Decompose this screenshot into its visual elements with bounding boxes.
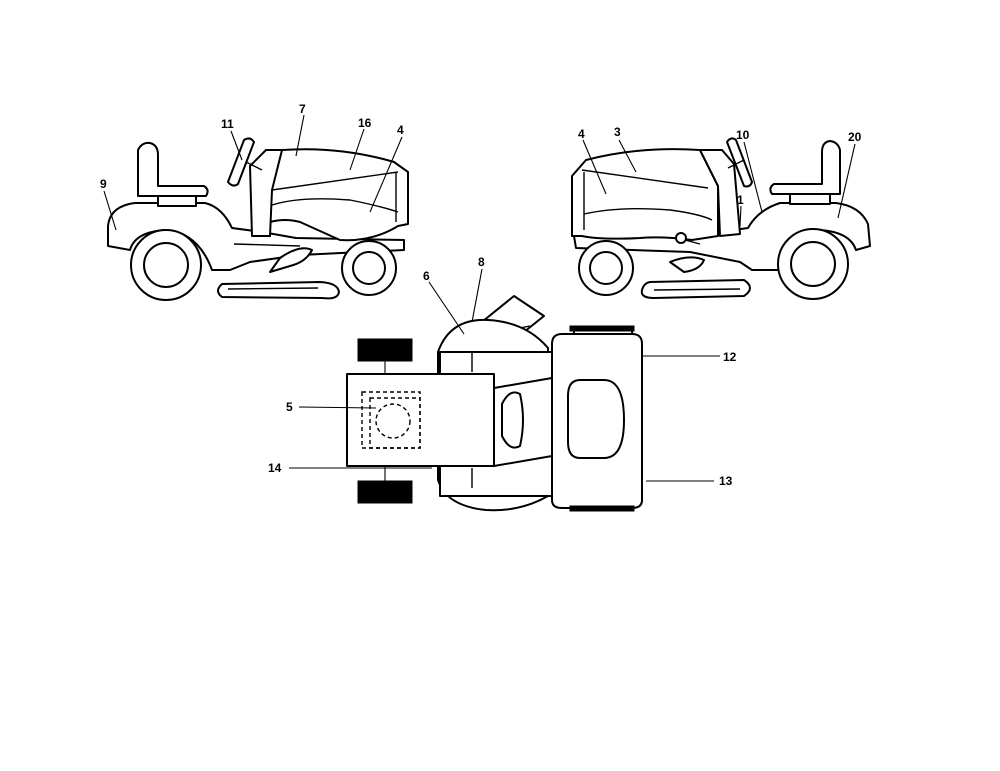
left-mower-deck bbox=[217, 281, 340, 300]
right-seat bbox=[769, 140, 841, 195]
callout-7: 7 bbox=[299, 102, 306, 116]
right-dash bbox=[699, 149, 741, 237]
top-seat bbox=[567, 379, 625, 459]
tractor-top-view bbox=[346, 295, 643, 512]
callout-4-left: 4 bbox=[397, 123, 404, 137]
top-tire-front-right bbox=[357, 480, 413, 504]
left-steering-wheel bbox=[227, 137, 255, 187]
callout-16: 16 bbox=[358, 116, 372, 130]
tractor-right-view bbox=[571, 137, 871, 300]
left-seat bbox=[137, 141, 209, 197]
callout-4-right: 4 bbox=[578, 127, 585, 141]
callout-labels: 9 11 7 16 4 4 3 10 20 1 6 8 5 14 12 13 bbox=[100, 102, 862, 488]
callout-20: 20 bbox=[848, 130, 862, 144]
tractor-left-view bbox=[107, 137, 409, 301]
top-tire-front-left bbox=[357, 338, 413, 362]
left-hood bbox=[269, 148, 409, 242]
right-hood bbox=[571, 148, 719, 241]
callout-8: 8 bbox=[478, 255, 485, 269]
callout-13: 13 bbox=[719, 474, 733, 488]
callout-5: 5 bbox=[286, 400, 293, 414]
callout-14: 14 bbox=[268, 461, 282, 475]
callout-12: 12 bbox=[723, 350, 737, 364]
callout-10: 10 bbox=[736, 128, 750, 142]
left-dash bbox=[249, 149, 283, 237]
callout-6: 6 bbox=[423, 269, 430, 283]
callout-1: 1 bbox=[737, 193, 744, 207]
leader-lines bbox=[103, 114, 856, 482]
callout-9: 9 bbox=[100, 177, 107, 191]
callout-3: 3 bbox=[614, 125, 621, 139]
callout-11: 11 bbox=[221, 117, 234, 131]
